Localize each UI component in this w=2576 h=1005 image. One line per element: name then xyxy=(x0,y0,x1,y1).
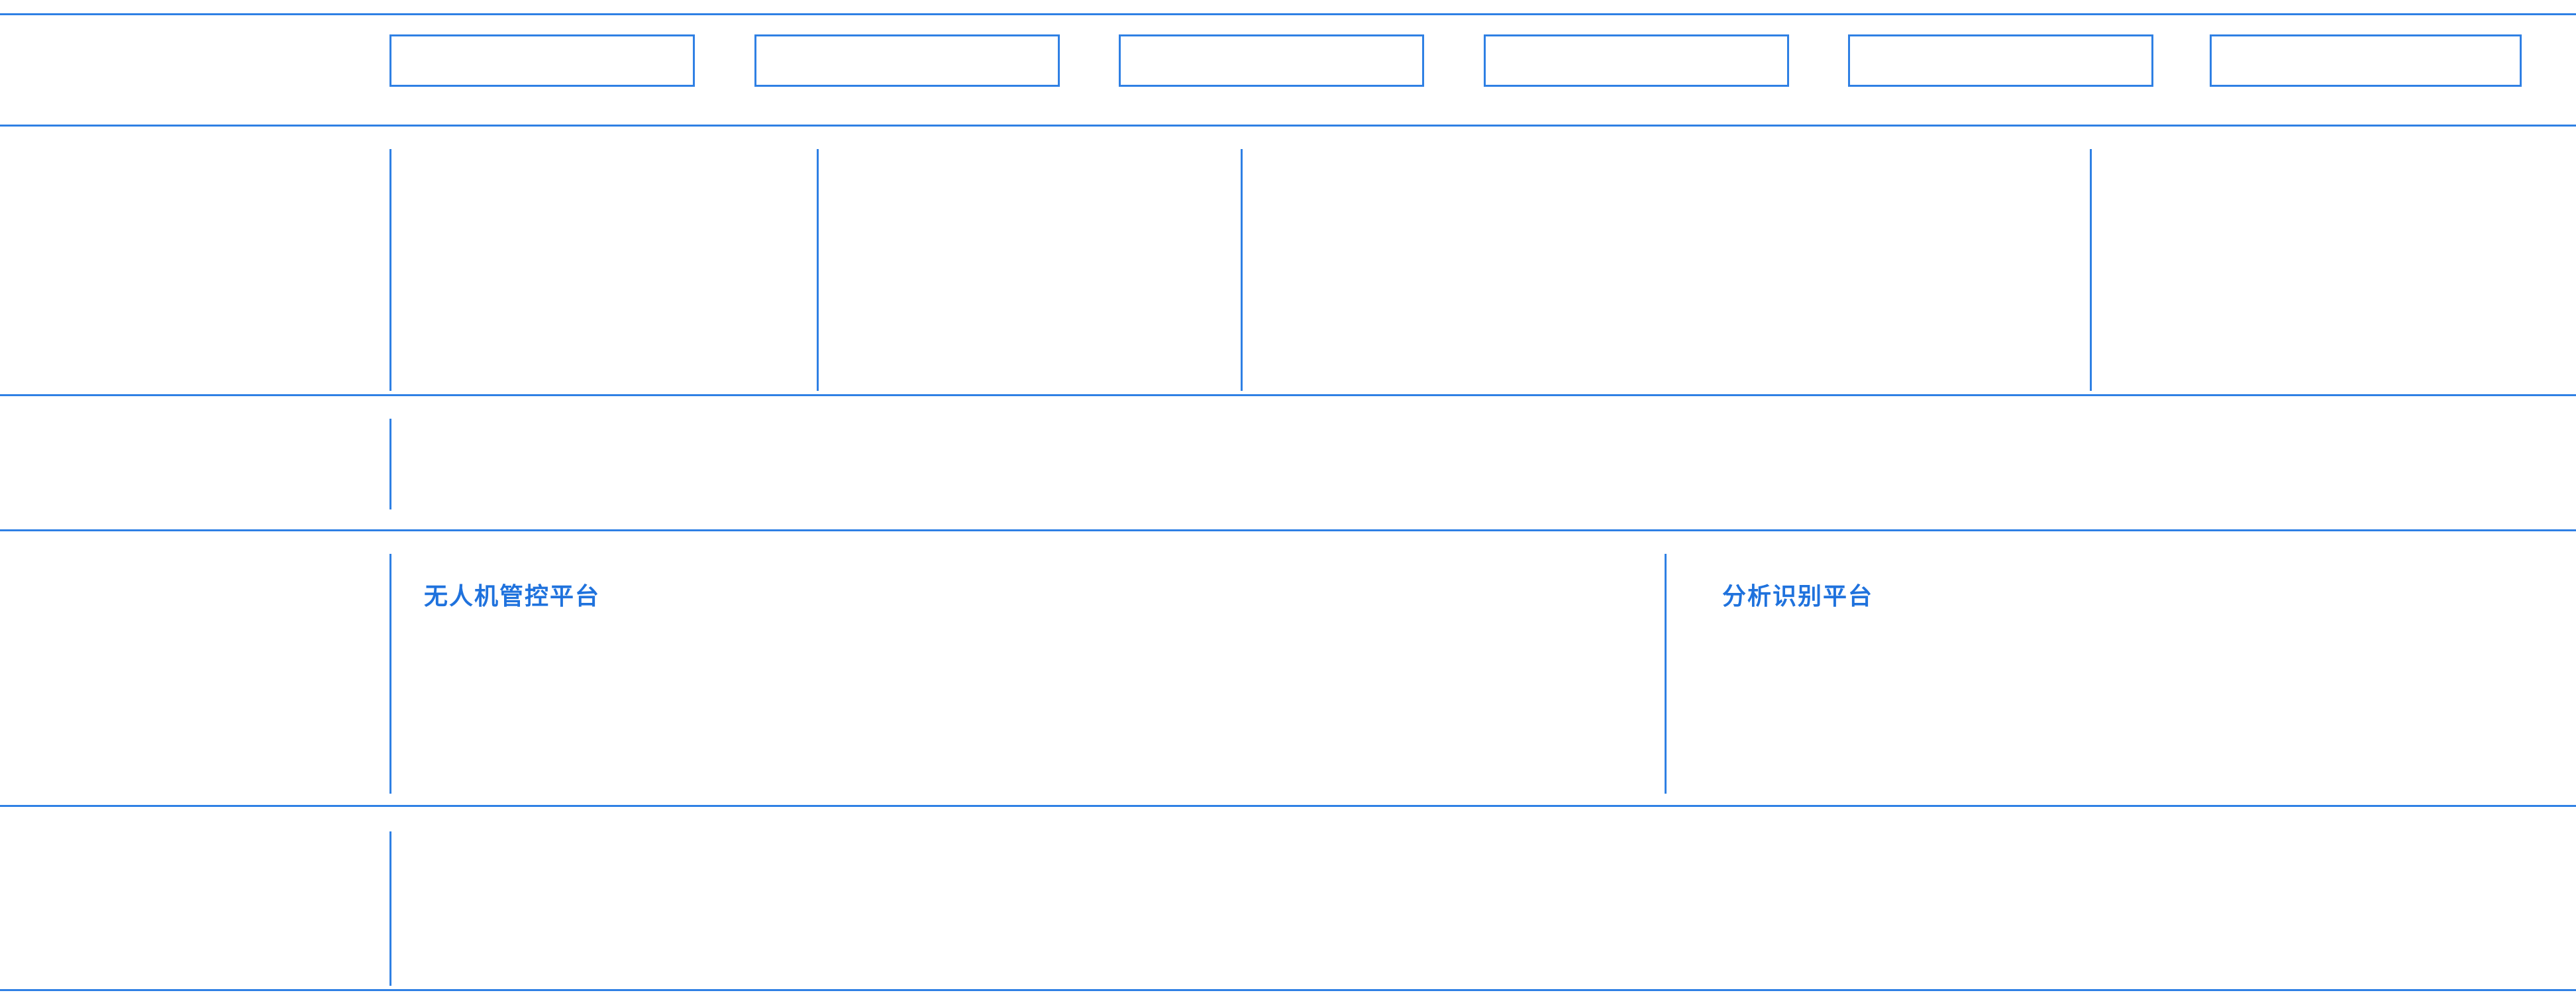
section3-vdivider-2 xyxy=(1665,554,1667,794)
header-box-1 xyxy=(389,34,695,87)
section1-vdivider-4 xyxy=(2090,149,2092,391)
divider-row-2 xyxy=(0,394,2576,396)
section1-vdivider-1 xyxy=(389,149,391,391)
section1-vdivider-3 xyxy=(1241,149,1243,391)
header-box-4 xyxy=(1484,34,1789,87)
divider-row-3 xyxy=(0,529,2576,531)
uav-control-platform-label: 无人机管控平台 xyxy=(424,582,601,609)
divider-row-4 xyxy=(0,805,2576,807)
analysis-recognition-platform-label: 分析识别平台 xyxy=(1722,582,1874,609)
header-box-5 xyxy=(1848,34,2153,87)
divider-bottom xyxy=(0,989,2576,991)
divider-row-1 xyxy=(0,125,2576,127)
header-box-2 xyxy=(754,34,1060,87)
divider-top xyxy=(0,13,2576,15)
header-box-3 xyxy=(1119,34,1424,87)
section3-vdivider-1 xyxy=(389,554,391,794)
header-box-6 xyxy=(2210,34,2522,87)
section2-vdivider-1 xyxy=(389,419,391,509)
section1-vdivider-2 xyxy=(817,149,819,391)
section4-vdivider-1 xyxy=(389,831,391,986)
